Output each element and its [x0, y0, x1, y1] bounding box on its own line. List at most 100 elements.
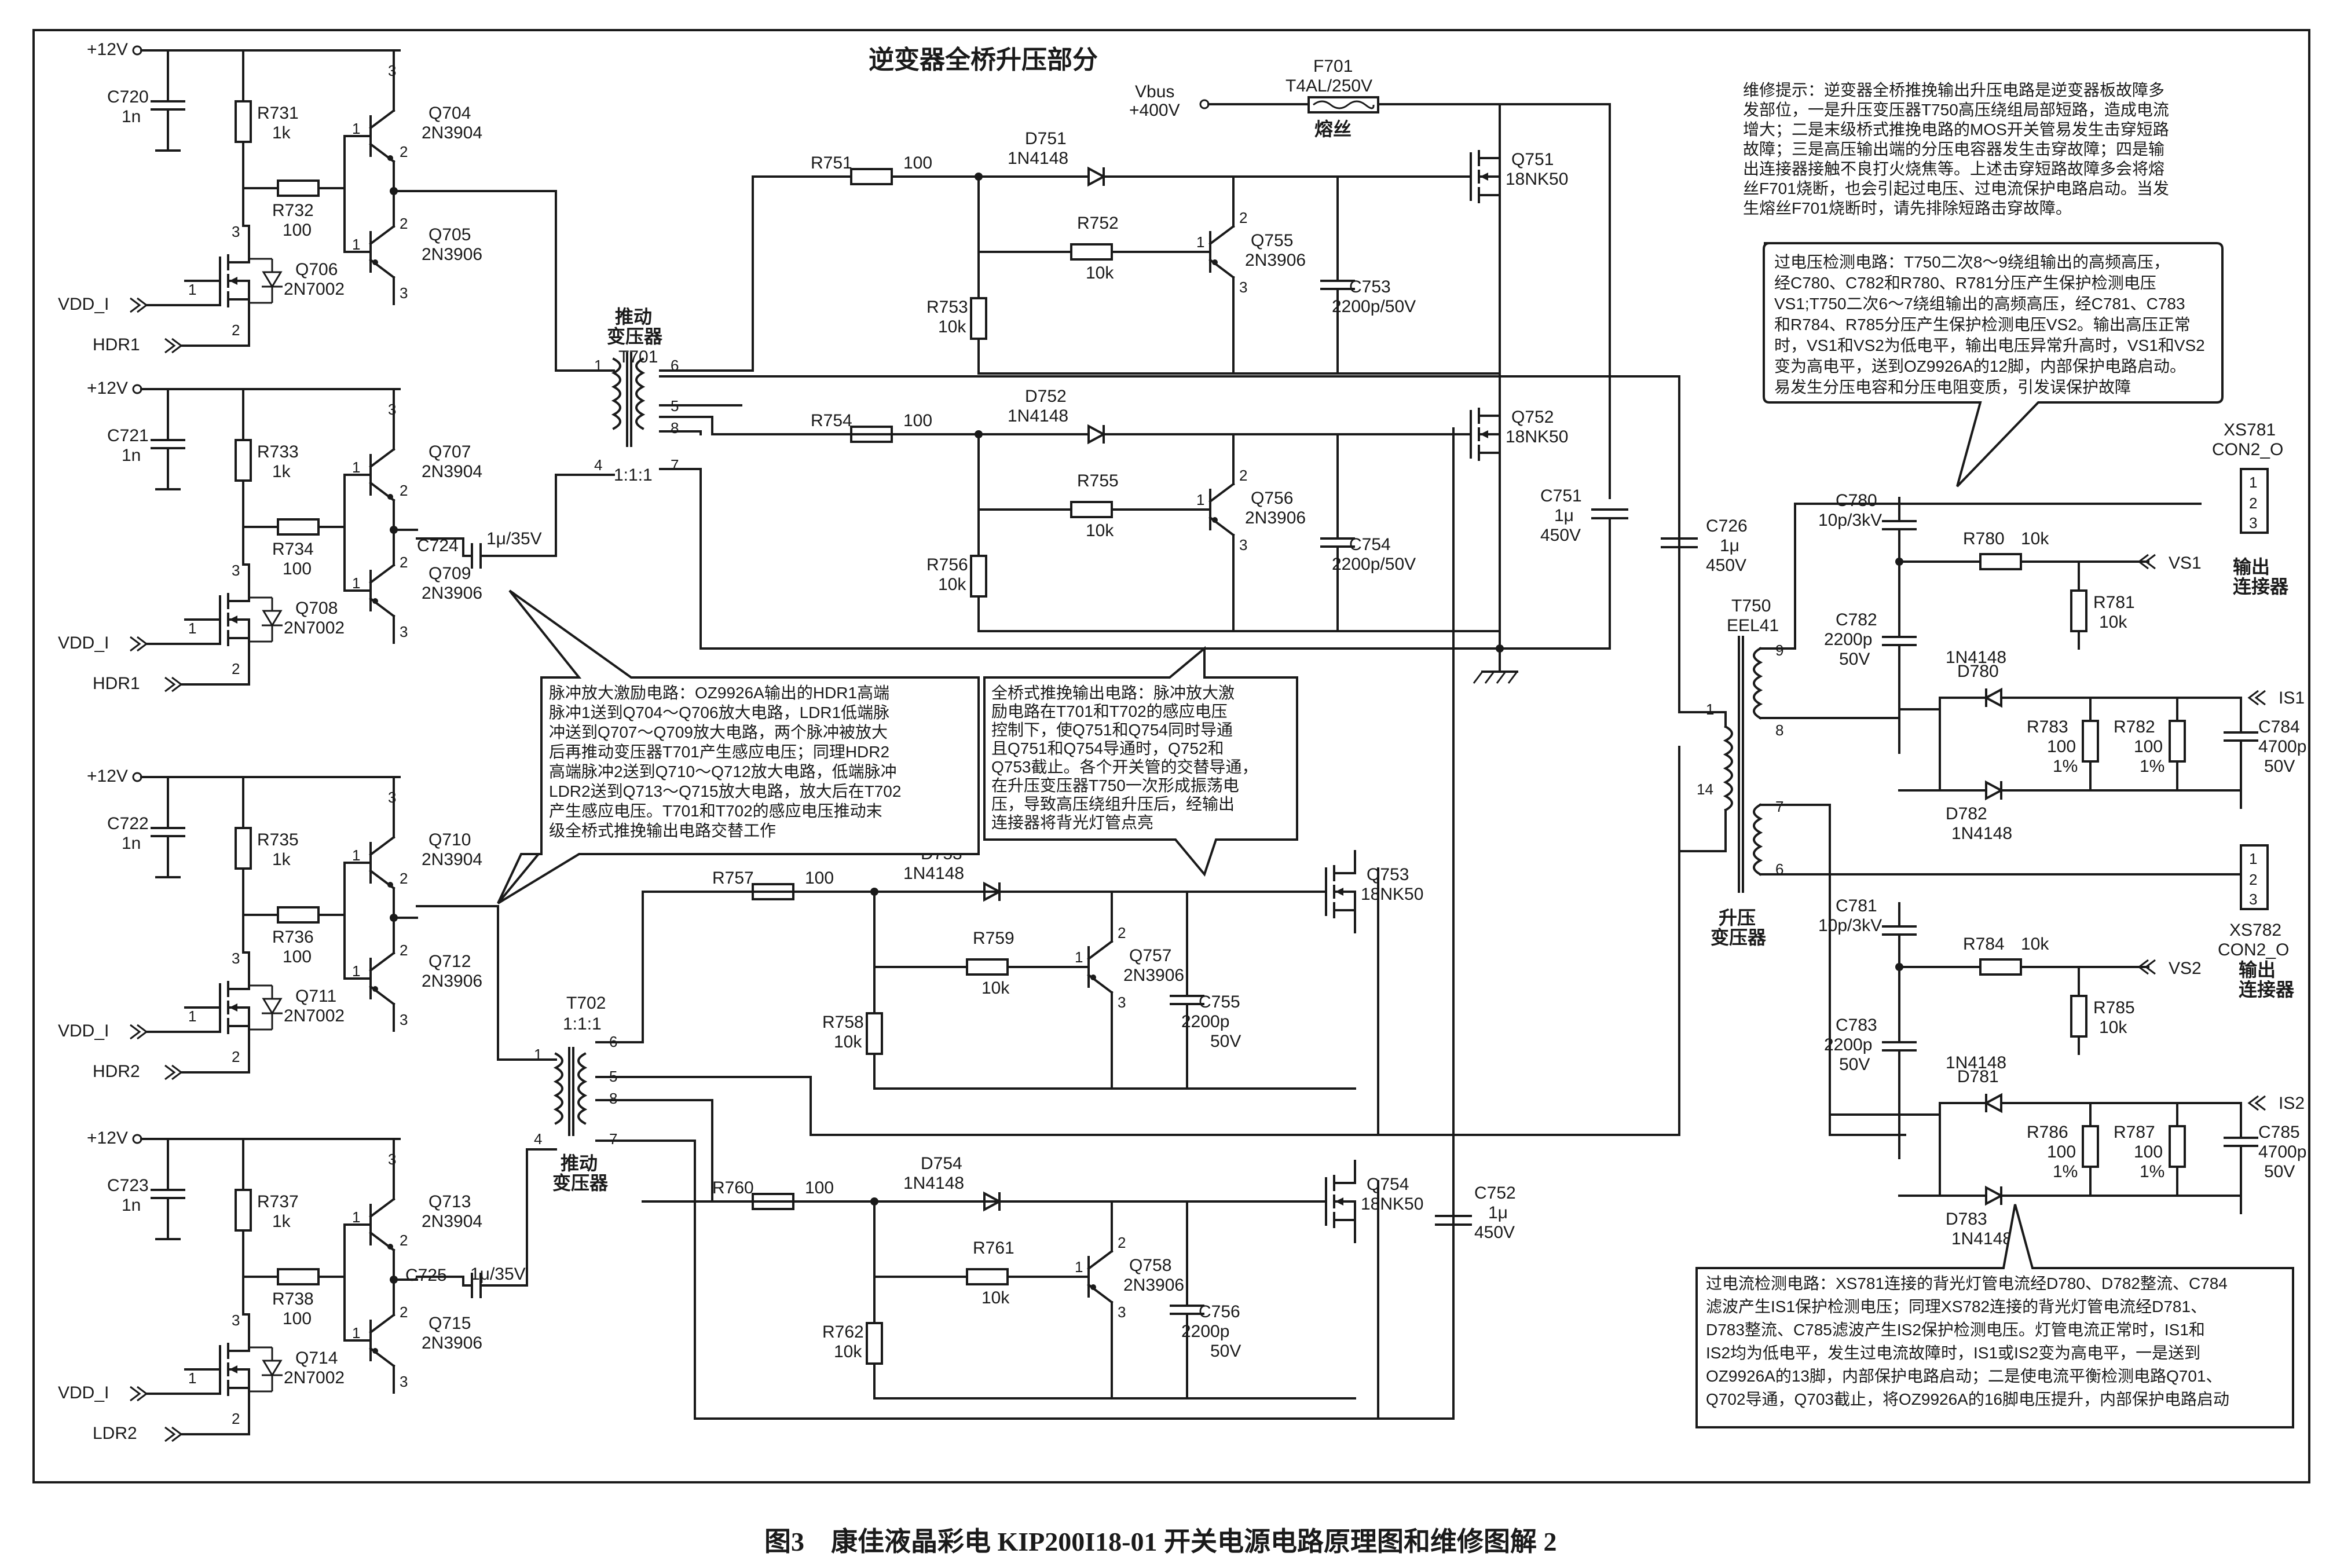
q757-type: 2N3906: [1123, 966, 1184, 985]
t701-label-1: 推动: [615, 306, 652, 327]
r738-value: 100: [283, 1309, 312, 1328]
q713-type: 2N3904: [422, 1212, 482, 1231]
ovp-note-line-4: 和R784、R785分压产生保护检测电压VS2。输出高压正常: [1774, 316, 2191, 334]
c751-value: 1μ: [1554, 506, 1574, 525]
transformer-t750: T750 EEL41 升压 变压器 114 98 76: [1697, 596, 1783, 948]
ovp-note-line-5: 时，VS1和VS2为低电平，输出电压异常升高时，VS1和VS2: [1774, 336, 2205, 354]
d751-ref: D751: [1025, 129, 1067, 148]
r762-value: 10k: [834, 1342, 862, 1361]
c722-ref: C722: [107, 814, 149, 833]
r761-ref: R761: [973, 1239, 1014, 1258]
drawing-frame: [32, 29, 2310, 1483]
ovp-note-line-1: 过电压检测电路：T750二次8～9绕组输出的高频高压，: [1774, 253, 2170, 271]
is2-label: IS2: [2279, 1094, 2305, 1113]
bridge-note-line-3: 控制下，使Q751和Q754同时导通: [991, 721, 1233, 739]
xs782-ref: XS782: [2229, 921, 2281, 940]
pulse-note-line-5: 高端脉冲2送到Q710～Q712放大电路，低端脉冲: [549, 763, 897, 781]
svg-text:7: 7: [609, 1130, 617, 1148]
xs782-label-2: 连接器: [2239, 979, 2295, 1000]
t702-label-1: 推动: [561, 1153, 598, 1174]
ocp-note-line-6: Q702导通，Q703截止，将OZ9926A的16脚电压提升，内部保护电路启动: [1706, 1390, 2229, 1408]
q758-type: 2N3906: [1123, 1276, 1184, 1295]
t702-ref: T702: [566, 994, 606, 1013]
c785-ref: C785: [2258, 1123, 2300, 1142]
q756-ref: Q756: [1251, 489, 1293, 508]
q704-type: 2N3904: [422, 123, 482, 142]
c754-value: 2200p/50V: [1332, 555, 1416, 574]
q708-type: 2N7002: [284, 618, 345, 638]
svg-text:8: 8: [1775, 721, 1783, 739]
d782-type: 1N4148: [1951, 824, 2012, 843]
q710-ref: Q710: [428, 830, 471, 849]
c780-value: 10p/3kV: [1818, 511, 1882, 530]
svg-text:1: 1: [352, 120, 360, 137]
d754-ref: D754: [921, 1154, 962, 1173]
r784-value: 10k: [2021, 935, 2049, 954]
r732-ref: R732: [272, 201, 314, 220]
c755-voltage: 50V: [1210, 1032, 1241, 1051]
svg-text:1: 1: [1196, 233, 1204, 251]
d780-ref: D780: [1957, 662, 1999, 681]
q714-ref: Q714: [295, 1349, 338, 1368]
r756-value: 10k: [938, 575, 966, 594]
svg-text:2: 2: [1118, 924, 1126, 941]
q756-type: 2N3906: [1245, 508, 1306, 527]
pulse-note-line-8: 级全桥式推挽输出电路交替工作: [549, 822, 776, 840]
c783-value: 2200p: [1824, 1035, 1872, 1054]
c782-value: 2200p: [1824, 630, 1872, 649]
svg-text:1: 1: [352, 236, 360, 253]
r732-value: 100: [283, 221, 312, 240]
q753-ref: Q753: [1367, 865, 1409, 884]
svg-text:1: 1: [1706, 701, 1714, 718]
svg-text:1: 1: [2249, 850, 2257, 867]
svg-text:3: 3: [232, 950, 240, 967]
q751-ref: Q751: [1511, 150, 1554, 169]
r781-ref: R781: [2093, 593, 2135, 612]
c726-ref: C726: [1706, 516, 1748, 536]
svg-text:3: 3: [400, 1011, 408, 1028]
r783-ref: R783: [2027, 717, 2068, 737]
c725-ref: C725: [405, 1266, 447, 1285]
c720-value: 1n: [122, 107, 141, 126]
bridge-note-line-4: 且Q751和Q754导通时，Q752和: [991, 739, 1224, 757]
c785-value: 4700p: [2258, 1142, 2306, 1162]
cap-c752: C752 1μ 450V: [1435, 1184, 1516, 1242]
q709-type: 2N3906: [422, 584, 482, 603]
svg-text:3: 3: [2249, 891, 2257, 908]
c720-ref: C720: [107, 87, 149, 107]
svg-text:3: 3: [232, 1311, 240, 1329]
svg-text:7: 7: [1775, 798, 1783, 815]
svg-text:2: 2: [232, 1048, 240, 1065]
d783-ref: D783: [1946, 1210, 1987, 1229]
c785-voltage: 50V: [2264, 1162, 2295, 1181]
q710-type: 2N3904: [422, 850, 482, 869]
c783-ref: C783: [1836, 1016, 1877, 1035]
pulse-note-line-1: 脉冲放大激励电路：OZ9926A输出的HDR1高端: [549, 684, 889, 702]
r781-value: 10k: [2099, 613, 2127, 632]
f701-ref: F701: [1313, 57, 1353, 76]
q707-type: 2N3904: [422, 462, 482, 481]
svg-text:3: 3: [400, 623, 408, 640]
d751-type: 1N4148: [1008, 149, 1068, 168]
r782-tol: 1%: [2140, 757, 2164, 776]
svg-text:1: 1: [188, 1369, 196, 1387]
r785-value: 10k: [2099, 1018, 2127, 1037]
c755-ref: C755: [1199, 992, 1240, 1012]
vdd-label-3: VDD_I: [58, 1021, 109, 1041]
svg-text:2: 2: [400, 143, 408, 160]
svg-text:8: 8: [671, 419, 679, 437]
repair-note-line-5: 出连接器接触不良打火烧焦等。上述击穿短路故障多会将熔: [1743, 160, 2164, 178]
c752-value: 1μ: [1488, 1203, 1508, 1222]
c782-voltage: 50V: [1839, 650, 1870, 669]
svg-text:2: 2: [400, 1232, 408, 1249]
t750-core: EEL41: [1727, 616, 1779, 635]
r731-ref: R731: [257, 104, 299, 123]
svg-text:3: 3: [388, 62, 396, 79]
svg-text:2: 2: [400, 870, 408, 887]
vbus-rail: Vbus +400V F701 T4AL/250V 熔丝: [1129, 57, 1501, 146]
svg-text:3: 3: [1239, 536, 1247, 554]
t750-label-2: 变压器: [1711, 927, 1767, 948]
